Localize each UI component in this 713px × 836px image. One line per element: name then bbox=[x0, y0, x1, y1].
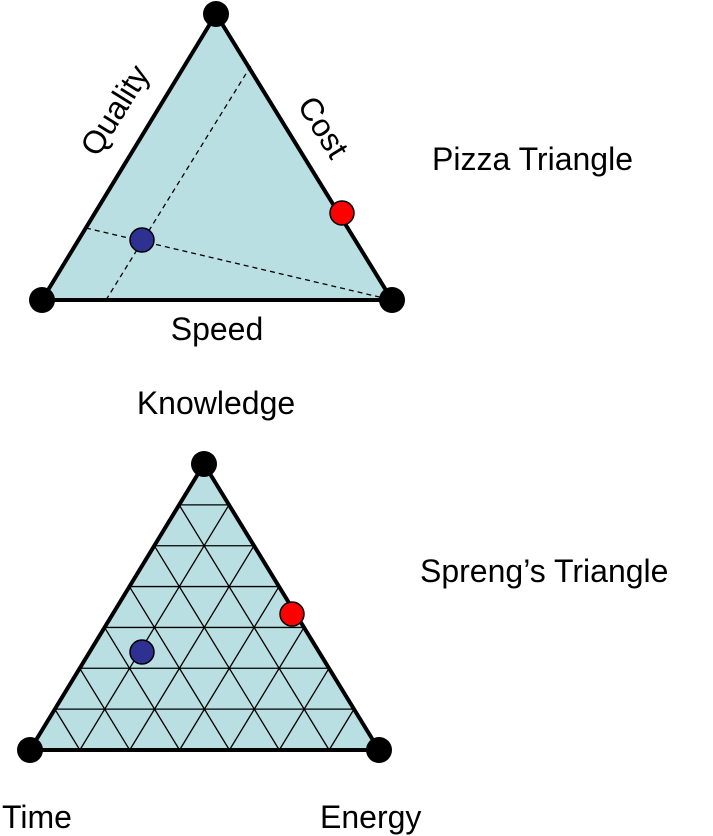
spreng-grid bbox=[54, 504, 355, 751]
grid-line-left-parallel bbox=[129, 545, 255, 751]
grid-line-left-parallel bbox=[228, 627, 305, 751]
grid-line-right-parallel bbox=[54, 708, 81, 751]
spreng-triangle: Knowledge Time Energy Spreng’s Triangle bbox=[2, 385, 668, 835]
grid-line-right-parallel bbox=[178, 504, 330, 751]
pizza-vertex-top bbox=[203, 1, 229, 27]
spreng-vertex-right bbox=[366, 737, 392, 763]
pizza-dashed-line-2 bbox=[85, 227, 393, 301]
spreng-vertex-top bbox=[191, 451, 217, 477]
pizza-title: Pizza Triangle bbox=[432, 141, 633, 177]
spreng-vertex-label-knowledge: Knowledge bbox=[137, 385, 295, 421]
spreng-point-red bbox=[279, 601, 305, 627]
grid-line-right-parallel bbox=[153, 545, 280, 751]
grid-line-right-parallel bbox=[104, 627, 181, 751]
pizza-point-red bbox=[329, 200, 355, 226]
pizza-dashed-line-1 bbox=[105, 63, 253, 301]
spreng-vertex-label-energy: Energy bbox=[320, 799, 421, 835]
spreng-title: Spreng’s Triangle bbox=[420, 553, 668, 589]
pizza-point-blue bbox=[129, 227, 155, 253]
pizza-triangle: Quality Cost Speed Pizza Triangle bbox=[29, 1, 633, 347]
spreng-vertex-left bbox=[17, 737, 43, 763]
spreng-triangle-body bbox=[28, 462, 381, 752]
pizza-vertex-left bbox=[29, 287, 55, 313]
pizza-edge-label-speed: Speed bbox=[171, 311, 264, 347]
spreng-vertex-label-time: Time bbox=[2, 799, 72, 835]
pizza-vertex-right bbox=[379, 287, 405, 313]
spreng-point-blue bbox=[129, 639, 155, 665]
pizza-triangle-body bbox=[40, 12, 394, 302]
grid-line-left-parallel bbox=[328, 708, 355, 751]
